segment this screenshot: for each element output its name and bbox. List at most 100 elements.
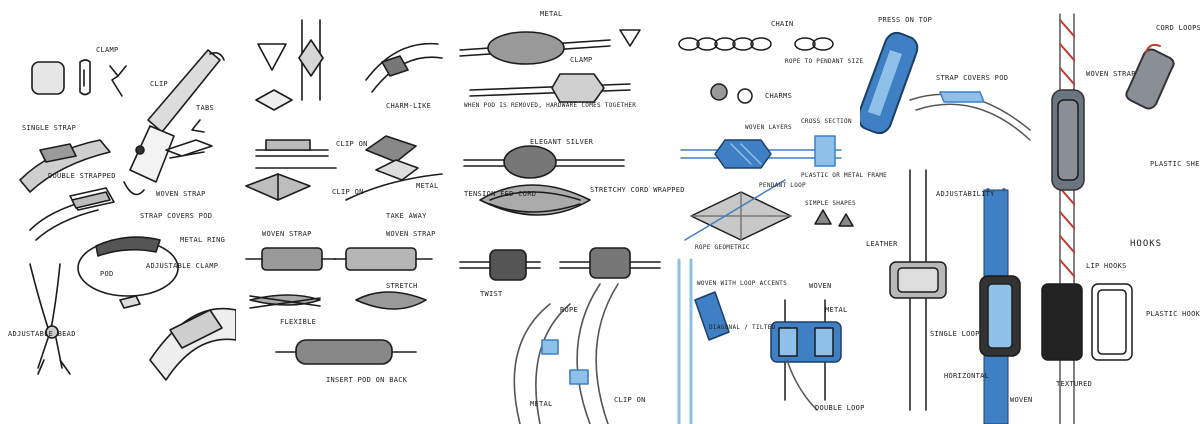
label-clip-on: CLIP ON xyxy=(614,396,646,404)
textured-pod-sketch xyxy=(1041,283,1083,361)
label-simple-shapes: SIMPLE SHAPES xyxy=(805,200,856,207)
sketch-sheet-5: PRESS ON TOP STRAP COVERS POD ADJUSTABIL… xyxy=(860,0,1200,424)
woven-strap-sketch-2 xyxy=(345,247,417,271)
label-woven-strap: WOVEN STRAP xyxy=(1086,70,1136,78)
plastic-shell-sketch xyxy=(1125,48,1175,110)
label-hardware: WHEN POD IS REMOVED, HARDWARE COMES TOGE… xyxy=(464,102,637,109)
label-flexible: FLEXIBLE xyxy=(280,318,317,326)
label-leather: LEATHER xyxy=(866,240,898,248)
hooks-pod-sketch xyxy=(1091,283,1133,361)
label-tabs: TABS xyxy=(196,104,215,112)
label-metal: METAL xyxy=(825,306,848,314)
label-pop-out: PRESS ON TOP xyxy=(878,16,933,24)
label-metal-ring: METAL RING xyxy=(180,236,226,244)
twist-pod-sketch xyxy=(489,249,527,281)
label-metal: METAL xyxy=(540,10,563,18)
label-cross-section: CROSS SECTION xyxy=(801,118,852,125)
chain-sketch xyxy=(678,37,834,51)
label-strap-covers-pod: STRAP COVERS POD xyxy=(140,212,213,220)
label-diagonal: DIAGONAL / TILTED xyxy=(709,324,776,331)
sheet-1-drawing xyxy=(19,49,236,381)
label-rope: ROPE xyxy=(560,306,579,314)
sheet-3-drawing xyxy=(459,29,661,424)
label-pod: POD xyxy=(100,270,114,278)
label-clip-on-top: CLIP ON xyxy=(336,140,368,148)
label-adjustability: ADJUSTABILITY xyxy=(936,190,995,198)
label-woven: WOVEN xyxy=(1010,396,1033,404)
label-woven-strap-1: WOVEN STRAP xyxy=(262,230,312,238)
insert-pod-sketch xyxy=(295,339,393,365)
clip-on-rail-sketch xyxy=(255,149,329,157)
label-cord-loops: CORD LOOPS xyxy=(1156,24,1200,32)
label-clamp: CLAMP xyxy=(570,56,593,64)
label-stretch: STRETCH xyxy=(386,282,418,290)
sketch-sheet-2: CHARM-LIKE CLIP ON CLIP ON METAL TAKE AW… xyxy=(236,0,450,424)
label-adjustable-bead: ADJUSTABLE BEAD xyxy=(8,330,76,338)
tabs-sketch xyxy=(165,139,213,159)
label-plastic-shell: PLASTIC SHELL xyxy=(1150,160,1200,168)
label-double-strapped: DOUBLE STRAPPED xyxy=(48,172,116,180)
rope-clip-sketch xyxy=(513,303,571,424)
label-woven-strap-2: WOVEN STRAP xyxy=(386,230,436,238)
label-single-strap: SINGLE STRAP xyxy=(22,124,77,132)
small-diamond-sketch xyxy=(255,89,293,111)
pod-square-sketch xyxy=(31,61,65,95)
sketch-sheet-1: CLAMP CLIP TABS SINGLE STRAP DOUBLE STRA… xyxy=(0,0,236,424)
sketch-sheet-4: CHAIN ROPE TO PENDANT SIZE CHARMS WOVEN … xyxy=(675,0,887,424)
woven-strap-sketch-1 xyxy=(261,247,323,271)
label-elegant-silver: ELEGANT SILVER xyxy=(530,138,594,146)
simple-shapes-sketch xyxy=(814,209,854,227)
label-take-away: TAKE AWAY xyxy=(386,212,427,220)
label-metal-bottom: METAL xyxy=(530,400,553,408)
label-charm-like: CHARM-LIKE xyxy=(386,102,432,110)
label-clip: CLIP xyxy=(150,80,169,88)
woven-layers-sketch xyxy=(714,139,772,169)
label-adjustable-clamp: ADJUSTABLE CLAMP xyxy=(146,262,219,270)
triangle-charm-sketch xyxy=(257,43,287,71)
sheet-5-drawing xyxy=(860,13,1175,424)
label-charms: CHARMS xyxy=(765,92,793,100)
label-horizontal: HORIZONTAL xyxy=(944,372,990,380)
label-stretch-cord: STRETCHY CORD WRAPPED xyxy=(590,186,685,194)
label-clip-on: CLIP ON xyxy=(332,188,364,196)
diagonal-pod-sketch xyxy=(694,291,730,341)
label-rope-to-pendant: ROPE TO PENDANT SIZE xyxy=(785,58,864,65)
hex-clamp-sketch xyxy=(551,73,605,103)
charm-sketch-1 xyxy=(710,83,728,101)
adjustable-bead-sketch xyxy=(29,263,61,335)
pyramid-pod-sketch xyxy=(365,135,417,163)
charm-sketch-2 xyxy=(737,88,753,104)
label-insert-pod: INSERT POD ON BACK xyxy=(326,376,408,384)
label-tension-cord: TENSION FED CORD xyxy=(464,190,537,198)
label-textured: TEXTURED xyxy=(1056,380,1093,388)
clamp-sketch xyxy=(79,59,91,96)
stretch-cord-sketch xyxy=(479,184,591,216)
diamond-pendant-sketch xyxy=(298,39,324,77)
label-chain: CHAIN xyxy=(771,20,794,28)
triangle-clamp-sketch xyxy=(619,29,641,47)
label-metal: METAL xyxy=(416,182,439,190)
label-rope-geometric: ROPE GEOMETRIC xyxy=(695,244,750,251)
clip-sketch xyxy=(109,65,127,97)
stretch-woven-sketch xyxy=(355,291,427,310)
elegant-silver-sketch xyxy=(503,145,557,179)
label-pendant-loop: PENDANT LOOP xyxy=(759,182,806,189)
label-woven-strap: WOVEN STRAP xyxy=(156,190,206,198)
sheet-2-drawing xyxy=(245,19,443,365)
single-strap-sketch xyxy=(19,139,111,193)
label-woven-layers: WOVEN LAYERS xyxy=(745,124,792,131)
clip-strap-sketch xyxy=(147,49,221,133)
woven-pod-sketch xyxy=(589,247,631,279)
sheet-4-drawing xyxy=(677,37,854,424)
label-plastic-hooks: PLASTIC HOOKS xyxy=(1146,310,1200,318)
label-single-loop: SINGLE LOOP xyxy=(930,330,980,338)
label-twist: TWIST xyxy=(480,290,503,298)
label-woven: WOVEN xyxy=(809,282,832,290)
label-lip-hooks: LIP HOOKS xyxy=(1086,262,1127,270)
label-woven-loop: WOVEN WITH LOOP ACCENTS xyxy=(697,280,787,287)
metal-oval-sketch xyxy=(487,31,565,65)
label-plastic-frame: PLASTIC OR METAL FRAME xyxy=(801,172,888,179)
label-hooks: HOOKS xyxy=(1130,239,1163,249)
label-clamp: CLAMP xyxy=(96,46,119,54)
label-double-loop: DOUBLE LOOP xyxy=(815,404,865,412)
